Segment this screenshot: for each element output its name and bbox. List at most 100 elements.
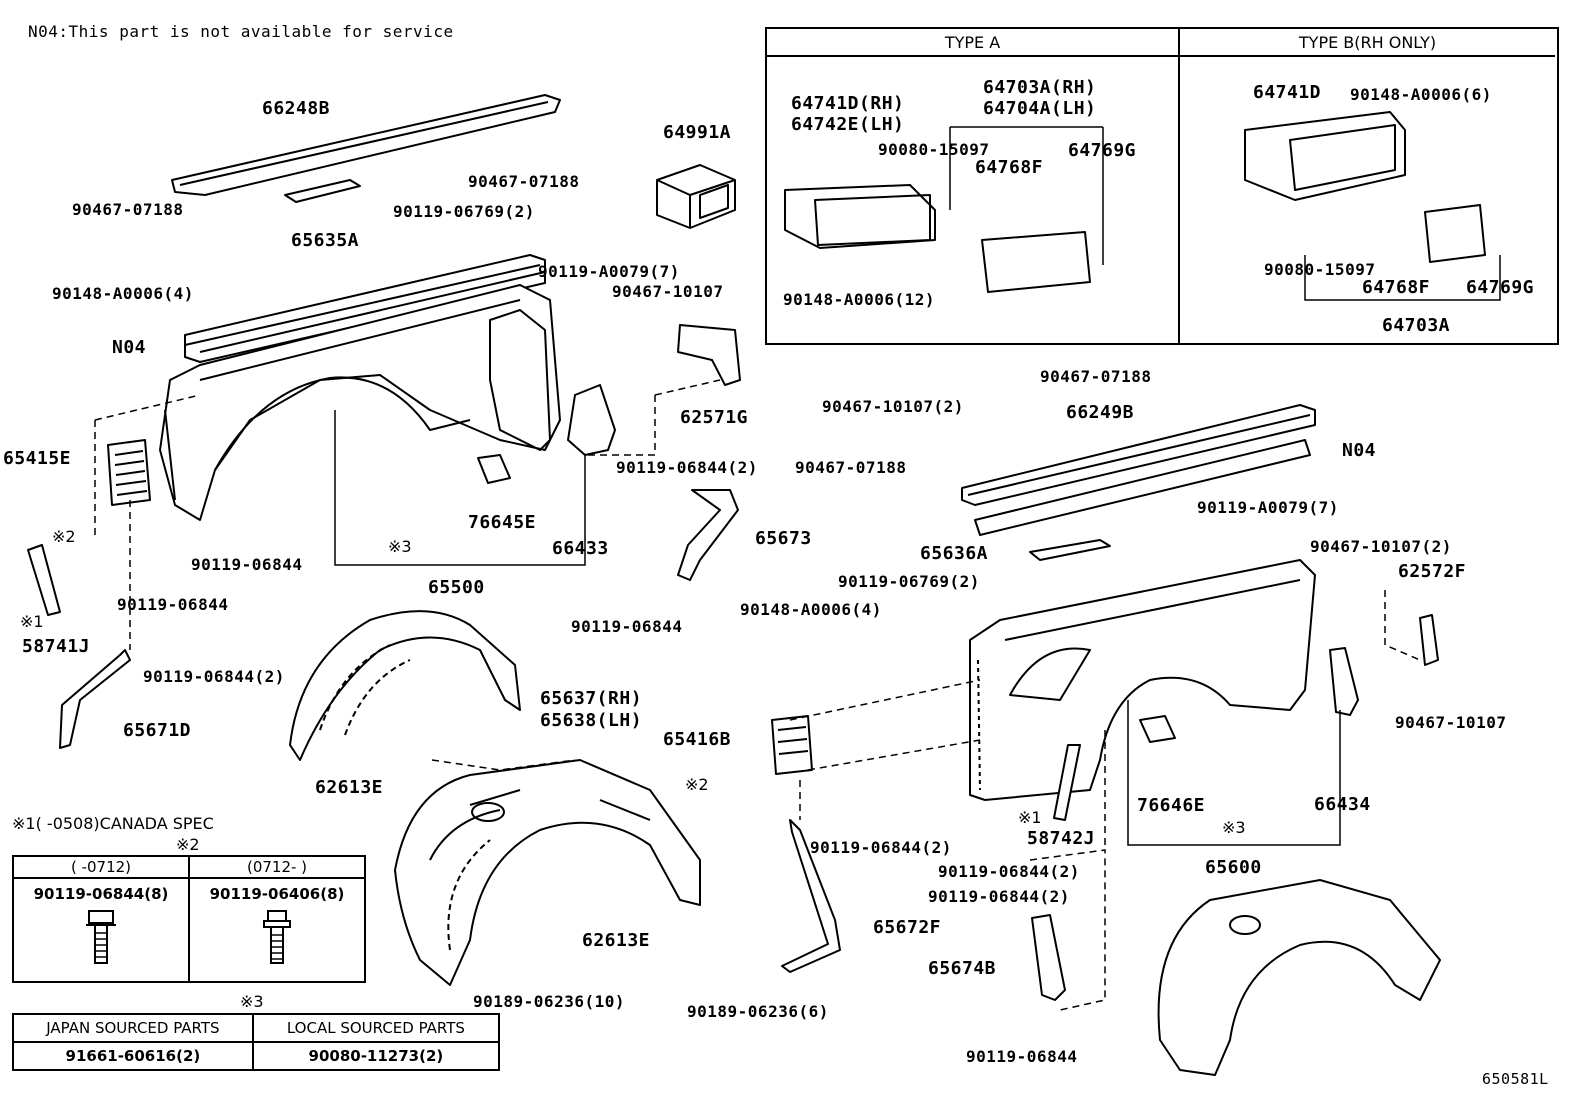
- rail-66248b: [171, 94, 561, 196]
- spec3-col: JAPAN SOURCED PARTS: [12, 1013, 254, 1043]
- callout-label: N04: [1342, 440, 1377, 461]
- callout-label: 90467-10107(2): [1310, 537, 1452, 556]
- spec3-mark: ※3: [240, 992, 264, 1011]
- callout-label: ※2: [685, 775, 709, 794]
- reinforcement-66433: [567, 384, 616, 456]
- callout-label: 90119-06844(2): [810, 838, 952, 857]
- callout-label: 76646E: [1137, 795, 1206, 816]
- callout-label: N04: [112, 337, 147, 358]
- bracket-76646e: [1139, 715, 1176, 743]
- callout-label: 66434: [1314, 794, 1371, 815]
- callout-label: 90148-A0006(4): [740, 600, 882, 619]
- callout-label: ※2: [52, 527, 76, 546]
- callout-label: 90119-06769(2): [393, 202, 535, 221]
- callout-label: 90119-A0079(7): [1197, 498, 1339, 517]
- callout-rules: [334, 126, 1501, 846]
- callout-label: 64703A(RH): [983, 77, 1097, 98]
- spec2-part: 90119-06844(8): [33, 885, 169, 903]
- spec3-table: JAPAN SOURCED PARTS LOCAL SOURCED PARTS …: [12, 1013, 501, 1071]
- callout-label: 90119-06769(2): [838, 572, 980, 591]
- callout-label: 64769G: [1466, 277, 1535, 298]
- type-a-cover: [981, 231, 1091, 293]
- diagram-code: 650581L: [1482, 1070, 1549, 1088]
- brace-65671d: [59, 649, 131, 749]
- wheel-liner-small: [289, 610, 521, 761]
- callout-label: 58741J: [22, 636, 91, 657]
- leader-lines: [94, 379, 1421, 1011]
- spec1-note: ※1( -0508)CANADA SPEC: [12, 814, 214, 833]
- callout-label: 90467-10107: [1395, 713, 1507, 732]
- callout-label: 90467-10107: [612, 282, 724, 301]
- type-b-cover: [1424, 204, 1486, 263]
- callout-label: ※3: [388, 537, 412, 556]
- callout-label: 90467-07188: [795, 458, 907, 477]
- callout-label: 90080-15097: [878, 140, 990, 159]
- sill-n04-lh: [184, 254, 546, 363]
- callout-label: 64704A(LH): [983, 98, 1097, 119]
- spec2-table: ( -0712) (0712- ) 90119-06844(8) 90119-0…: [12, 855, 366, 983]
- spec2-col: (0712- ): [188, 855, 366, 879]
- spec3-part: 91661-60616(2): [12, 1041, 254, 1071]
- bracket-62572f: [1419, 614, 1439, 666]
- callout-label: 90119-06844: [571, 617, 683, 636]
- callout-label: 90467-07188: [468, 172, 580, 191]
- callout-label: 90467-07188: [1040, 367, 1152, 386]
- callout-label: 65636A: [920, 543, 989, 564]
- callout-label: 62572F: [1398, 561, 1467, 582]
- callout-label: 90119-06844(2): [928, 887, 1070, 906]
- callout-label: 64741D(RH): [791, 93, 905, 114]
- callout-label: 65637(RH): [540, 688, 643, 709]
- callout-label: 64769G: [1068, 140, 1137, 161]
- callout-label: 90148-A0006(6): [1350, 85, 1492, 104]
- inset-header-rule: [765, 27, 1555, 57]
- callout-label: 90119-06844(2): [616, 458, 758, 477]
- bolt-icon: [86, 910, 116, 964]
- callout-label: 65635A: [291, 230, 360, 251]
- callout-label: 90119-A0079(7): [538, 262, 680, 281]
- callout-label: 65671D: [123, 720, 192, 741]
- spec2-part: 90119-06406(8): [209, 885, 345, 903]
- callout-label: ※1: [20, 612, 44, 631]
- brace-65673: [677, 489, 739, 581]
- callout-label: 64742E(LH): [791, 114, 905, 135]
- bed-side-lh: [159, 284, 561, 521]
- callout-label: ※1: [1018, 808, 1042, 827]
- callout-label: 76645E: [468, 512, 537, 533]
- spec2-cell: 90119-06844(8): [12, 877, 190, 983]
- bracket-65635a: [284, 179, 361, 203]
- bolt-washer-icon: [263, 910, 291, 964]
- spec2-mark: ※2: [176, 835, 200, 854]
- callout-label: 90119-06844(2): [938, 862, 1080, 881]
- vent-65416b: [771, 715, 813, 775]
- callout-label: 58742J: [1027, 828, 1096, 849]
- callout-label: 90119-06844: [191, 555, 303, 574]
- sill-n04-rh: [974, 439, 1311, 536]
- callout-label: 65674B: [928, 958, 997, 979]
- spec3-col: LOCAL SOURCED PARTS: [251, 1013, 501, 1043]
- callout-label: 65638(LH): [540, 710, 643, 731]
- callout-label: 62613E: [582, 930, 651, 951]
- callout-label: 65600: [1205, 857, 1262, 878]
- callout-label: 64991A: [663, 122, 732, 143]
- spec3-part: 90080-11273(2): [251, 1041, 501, 1071]
- callout-label: 65415E: [3, 448, 72, 469]
- strip-58741j: [27, 544, 61, 616]
- spec2-cell: 90119-06406(8): [188, 877, 366, 983]
- reinforcement-66434: [1329, 647, 1359, 716]
- callout-label: 90189-06236(10): [473, 992, 625, 1011]
- vent-65415e: [107, 439, 151, 506]
- callout-label: 62613E: [315, 777, 384, 798]
- callout-label: 65500: [428, 577, 485, 598]
- callout-label: 90119-06844(2): [143, 667, 285, 686]
- bracket-76645e: [477, 454, 511, 484]
- bracket-62571g: [677, 324, 741, 386]
- callout-label: 64703A: [1382, 315, 1451, 336]
- callout-label: 90119-06844: [117, 595, 229, 614]
- callout-label: ※3: [1222, 818, 1246, 837]
- box-64991a: [656, 164, 736, 229]
- service-note: N04:This part is not available for servi…: [28, 22, 454, 41]
- type-b-bucket: [1244, 111, 1406, 201]
- wheel-liner-large: [394, 759, 701, 986]
